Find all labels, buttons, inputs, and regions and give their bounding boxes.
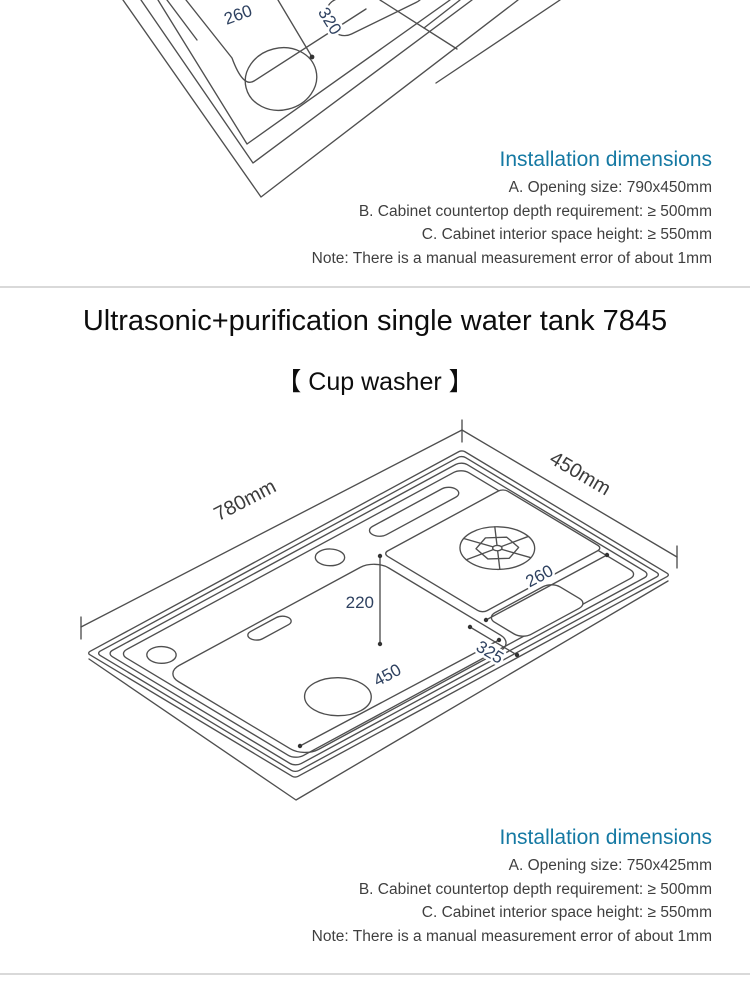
dim-line-780mm	[81, 430, 462, 627]
dim-endpoint-dot	[309, 54, 315, 60]
installation-dimensions-bottom: Installation dimensions A. Opening size:…	[312, 826, 712, 948]
rim-outer	[87, 450, 670, 778]
dim-endpoint-dot	[467, 624, 473, 630]
top-sink-inner-rim	[158, 0, 450, 144]
installation-dimensions-top: Installation dimensions A. Opening size:…	[312, 148, 712, 270]
rim-second	[96, 455, 660, 772]
installation-heading: Installation dimensions	[499, 826, 712, 849]
bottom-divider	[0, 973, 750, 975]
measurement-note: Note: There is a manual measurement erro…	[311, 249, 712, 267]
top-sink-mid-rim	[141, 0, 472, 163]
dim-label-450mm: 450mm	[546, 447, 615, 500]
top-dim-line-320	[278, 0, 312, 57]
opening-size-line: A. Opening size: 750x425mm	[508, 857, 712, 874]
top-dim-label-320: 320	[314, 4, 345, 38]
top-dim-label-260: 260	[222, 1, 255, 29]
dim-line-450mm	[462, 430, 677, 557]
drain-hole	[291, 670, 385, 724]
dim-endpoint-dot	[377, 553, 383, 559]
dim-label-220: 220	[346, 593, 374, 612]
sink-top-plane	[87, 450, 670, 778]
opening-size-line: A. Opening size: 790x450mm	[508, 179, 712, 196]
faucet-hole-left	[141, 643, 182, 667]
countertop-depth-line: B. Cabinet countertop depth requirement:…	[358, 202, 712, 220]
product-subtitle: 【 Cup washer 】	[276, 368, 474, 396]
dim-endpoint-dot	[496, 637, 502, 643]
section-divider	[0, 286, 750, 288]
top-sink-wall-edge	[167, 0, 197, 40]
waterfall-slot	[365, 485, 463, 539]
cup-washer-wheel	[445, 518, 551, 578]
top-sink-deck-edge2	[424, 0, 460, 28]
dimension-annotations: 780mm 450mm 220 450 325 260	[81, 420, 677, 749]
top-sink-drain-circle	[239, 40, 324, 118]
dim-label-450: 450	[370, 660, 404, 690]
dim-endpoint-dot	[377, 641, 383, 647]
dim-endpoint-dot	[604, 552, 610, 558]
dim-ticks-780mm	[81, 420, 462, 639]
dim-label-780mm: 780mm	[211, 476, 280, 526]
interior-height-line: C. Cabinet interior space height: ≥ 550m…	[421, 226, 712, 243]
top-sink-dim-edge	[436, 0, 560, 83]
product-title: Ultrasonic+purification single water tan…	[82, 305, 668, 337]
installation-heading: Installation dimensions	[499, 148, 712, 171]
dim-line-260	[486, 555, 607, 620]
top-sink-tray-slot	[320, 0, 430, 41]
countertop-depth-line: B. Cabinet countertop depth requirement:…	[358, 880, 712, 898]
overflow-slot	[244, 614, 294, 642]
measurement-note: Note: There is a manual measurement erro…	[311, 927, 712, 945]
top-sink-outer-rim	[123, 0, 518, 197]
rim-third	[107, 461, 650, 766]
top-sink-deck-edge	[380, 0, 457, 49]
faucet-hole-right	[309, 546, 350, 570]
dim-endpoint-dot	[297, 743, 303, 749]
cup-washer-web	[468, 531, 526, 564]
dim-line-450	[300, 640, 499, 746]
sink-body-bottom-edge	[89, 581, 668, 800]
dim-line-325	[470, 627, 517, 655]
top-sink-basin-corner	[186, 0, 366, 82]
dim-endpoint-dot	[514, 652, 520, 658]
bottom-sink-diagram: 780mm 450mm 220 450 325 260	[81, 420, 677, 800]
main-basin	[165, 560, 515, 758]
interior-height-line: C. Cabinet interior space height: ≥ 550m…	[421, 904, 712, 921]
dim-endpoint-dot	[483, 617, 489, 623]
small-basin	[486, 582, 587, 639]
cup-washer-hub	[491, 544, 504, 552]
